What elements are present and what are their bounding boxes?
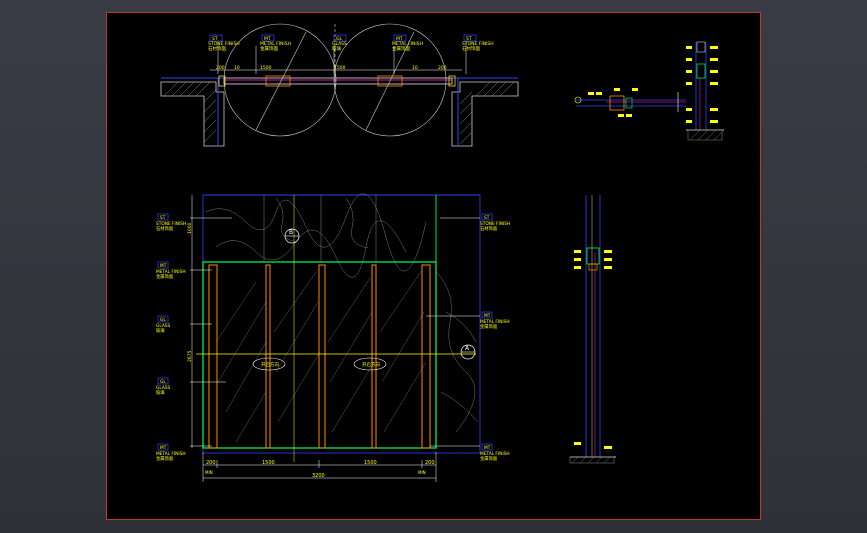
detail-a-section [686, 41, 724, 141]
overall-dim: 3200 [312, 473, 325, 479]
elev-tag-code: ST [484, 215, 490, 221]
elev-dim: 1500 [364, 460, 377, 466]
plan-dim: 200 [216, 65, 225, 71]
plan-tag-sub: 金属饰面 [392, 45, 410, 52]
plan-tag-sub: 石材饰面 [462, 45, 480, 52]
elev-tag-sub: 石材饰面 [480, 225, 498, 232]
elev-tag-text: METAL FINISH [156, 451, 186, 457]
plan-tag-sub: 金属饰面 [260, 45, 278, 52]
elev-vdim: 1000 [187, 222, 193, 234]
elev-tag-text: METAL FINISH [156, 269, 186, 275]
door-label: 开启方向 [261, 361, 279, 368]
elev-tag-code: MT [160, 445, 167, 451]
elev-tag-sub: 金属饰面 [156, 273, 174, 280]
elev-vdim: 2675 [187, 350, 193, 362]
cad-drawing: ST STONE FINISH 石材饰面 MT METAL FINISH 金属饰… [106, 12, 761, 520]
elev-tag-sub: 金属饰面 [480, 455, 498, 462]
elev-tag-sub: 石材饰面 [156, 225, 174, 232]
elevation-view: 开启方向 开启方向 B A 200 [156, 193, 510, 482]
elev-dim: 200 [206, 460, 216, 466]
plan-tag-code: ST [212, 36, 218, 42]
elev-tag-sub: 玻璃 [156, 327, 165, 334]
plan-tag-sub: 玻璃 [332, 45, 341, 52]
elev-tag-text: STONE FINISH [480, 221, 510, 227]
elev-tag-text: STONE FINISH [156, 221, 186, 227]
elev-tag-code: GL [160, 317, 166, 323]
min-label: MIN [418, 470, 426, 475]
plan-tag-text: GLASS [332, 41, 347, 47]
elev-tag-text: METAL FINISH [480, 451, 510, 457]
elev-tag-code: MT [484, 445, 491, 451]
plan-tag-text: METAL FINISH [260, 41, 291, 47]
elev-tag-text: GLASS [156, 323, 170, 329]
plan-dim: 10 [234, 65, 240, 71]
plan-tag-text: STONE FINISH [462, 41, 494, 47]
vertical-section [569, 195, 616, 464]
door-label: 开启方向 [362, 361, 380, 368]
elev-tag-code: MT [484, 313, 491, 319]
plan-dim: 1500 [334, 65, 346, 71]
elev-tag-text: GLASS [156, 385, 170, 391]
elev-tag-sub: 金属饰面 [480, 323, 498, 330]
drawing-sheet: ST STONE FINISH 石材饰面 MT METAL FINISH 金属饰… [106, 12, 761, 520]
elev-tag-code: GL [160, 379, 166, 385]
plan-dim: 1500 [260, 65, 272, 71]
plan-tag-code: ST [466, 36, 472, 42]
plan-dim: 10 [412, 65, 418, 71]
elev-tag-code: MT [160, 263, 167, 269]
elev-dim: 1500 [262, 460, 275, 466]
elev-tag-sub: 金属饰面 [156, 455, 174, 462]
plan-tag-code: MT [264, 36, 271, 42]
sheet-border [106, 12, 761, 520]
plan-tag-text: METAL FINISH [392, 41, 423, 47]
plan-dim: 200 [438, 65, 447, 71]
elev-tag-text: METAL FINISH [480, 319, 510, 325]
callout-b: B [289, 229, 293, 236]
elev-dim: 200 [425, 460, 435, 466]
min-label: MIN [205, 470, 213, 475]
plan-tag-code: GL [336, 36, 342, 42]
elev-tag-sub: 玻璃 [156, 389, 165, 396]
plan-tag-sub: 石材饰面 [208, 45, 226, 52]
detail-b-section [574, 88, 686, 117]
plan-tag-code: MT [396, 36, 403, 42]
plan-view: ST STONE FINISH 石材饰面 MT METAL FINISH 金属饰… [160, 23, 519, 147]
elev-tag-code: ST [160, 215, 166, 221]
callout-a: A [465, 345, 470, 352]
plan-tag-text: STONE FINISH [208, 41, 240, 47]
